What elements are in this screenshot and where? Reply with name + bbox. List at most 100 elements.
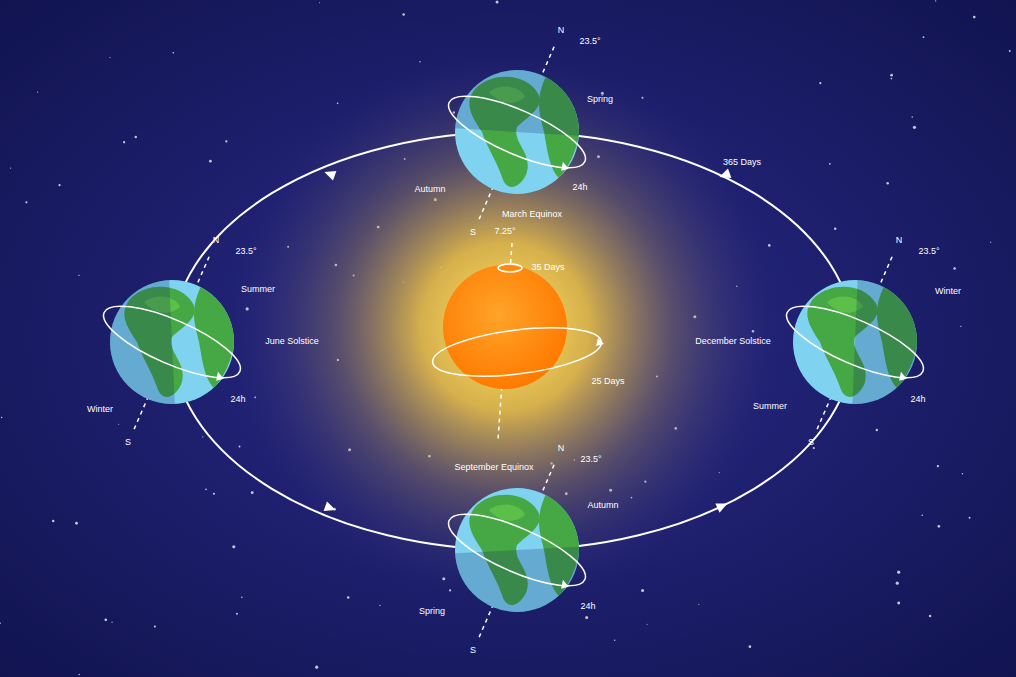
diagram-label: N — [558, 26, 565, 36]
star — [205, 489, 207, 491]
star — [202, 436, 203, 437]
star — [962, 473, 963, 474]
star — [75, 522, 78, 525]
star — [641, 589, 644, 592]
diagram-label: December Solstice — [695, 337, 771, 347]
star — [78, 674, 79, 675]
diagram-label: 23.5° — [235, 247, 256, 257]
star — [239, 446, 241, 448]
orbit-arrow — [323, 167, 337, 180]
diagram-label: S — [808, 438, 814, 448]
star — [213, 493, 215, 495]
star — [647, 624, 648, 625]
star — [172, 52, 174, 54]
star — [897, 571, 900, 574]
star — [1009, 50, 1011, 52]
star — [58, 184, 60, 186]
orbit-arrow — [718, 169, 732, 182]
diagram-label: Spring — [419, 607, 445, 617]
diagram-label: 24h — [572, 183, 587, 193]
diagram-label: N — [558, 444, 565, 454]
star — [232, 545, 235, 548]
star — [10, 168, 11, 169]
diagram-label: 7.25° — [494, 227, 515, 237]
star — [749, 645, 752, 648]
earth — [440, 463, 593, 637]
diagram-label: March Equinox — [502, 210, 562, 220]
star — [111, 622, 112, 623]
star — [819, 82, 821, 84]
diagram-label: Spring — [587, 95, 613, 105]
star — [109, 57, 110, 58]
star — [990, 242, 991, 243]
diagram-label: 25 Days — [591, 377, 624, 387]
star — [319, 2, 320, 3]
diagram-label: Autumn — [414, 185, 445, 195]
star — [921, 514, 923, 516]
diagram-label: S — [470, 228, 476, 238]
orbit-arrow — [324, 502, 338, 515]
earth — [440, 45, 593, 219]
star — [953, 267, 956, 270]
star — [913, 126, 916, 129]
star — [911, 116, 912, 117]
diagram-label: June Solstice — [265, 337, 319, 347]
star — [379, 605, 380, 606]
star — [0, 623, 1, 625]
star — [209, 160, 212, 163]
star — [241, 596, 243, 598]
star — [614, 640, 615, 641]
diagram-label: Winter — [87, 405, 113, 415]
star — [896, 582, 899, 585]
star — [496, 1, 499, 4]
star — [78, 275, 79, 276]
star — [876, 429, 878, 431]
diagram-label: 24h — [910, 395, 925, 405]
earth — [778, 255, 931, 429]
star — [886, 182, 889, 185]
star — [236, 613, 238, 615]
star — [829, 163, 831, 165]
star — [973, 16, 976, 19]
star — [123, 141, 125, 143]
diagram-label: 365 Days — [723, 158, 761, 168]
diagram-label: Winter — [935, 287, 961, 297]
star — [960, 326, 961, 327]
diagram-label: 23.5° — [579, 37, 600, 47]
diagram-label: Autumn — [587, 501, 618, 511]
diagram-label: 23.5° — [580, 455, 601, 465]
star — [923, 36, 925, 38]
diagram-label: 24h — [230, 395, 245, 405]
star — [897, 601, 900, 604]
star — [347, 596, 350, 599]
diagram-label: S — [125, 438, 131, 448]
orbit-arrows — [323, 167, 732, 515]
star — [37, 91, 38, 92]
diagram-label: Summer — [753, 402, 787, 412]
star — [938, 525, 941, 528]
diagram-label: 35 Days — [531, 263, 564, 273]
star — [402, 13, 405, 16]
sun-glow — [225, 47, 785, 607]
star — [52, 520, 55, 523]
diagram-label: September Equinox — [454, 463, 533, 473]
orbit — [172, 132, 854, 550]
star — [890, 74, 893, 77]
star — [251, 491, 254, 494]
star — [937, 465, 939, 467]
star — [25, 201, 27, 203]
orbit-arrow — [715, 499, 729, 513]
star — [935, 0, 936, 1]
star — [1, 417, 3, 419]
star — [969, 517, 971, 519]
sun — [430, 243, 604, 440]
star — [104, 618, 107, 621]
earths — [95, 45, 931, 637]
star — [813, 447, 815, 449]
diagram-label: S — [470, 646, 476, 656]
earth — [95, 255, 248, 429]
diagram-label: 23.5° — [918, 247, 939, 257]
